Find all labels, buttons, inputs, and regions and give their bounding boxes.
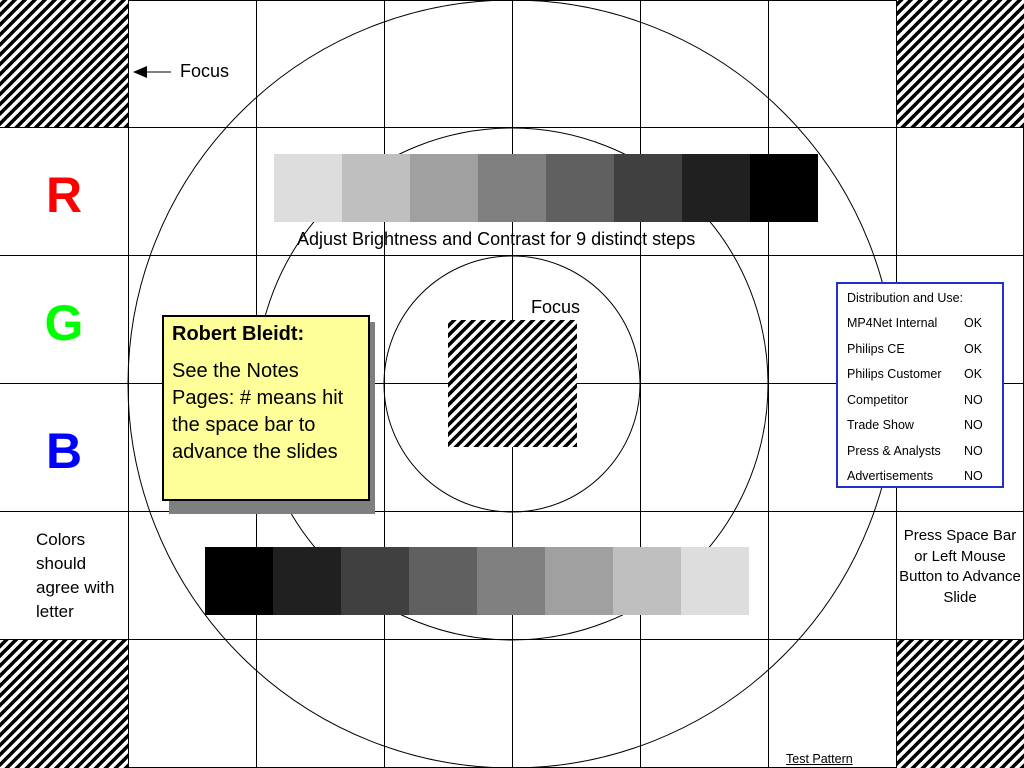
- gray-step: [477, 547, 545, 615]
- distribution-row: Trade Show NO: [847, 417, 1002, 443]
- distribution-row-value: NO: [964, 469, 983, 483]
- distribution-row: Advertisements NO: [847, 468, 1002, 494]
- blue-letter: B: [45, 423, 83, 479]
- distribution-row: Philips CE OK: [847, 341, 1002, 367]
- arrow-left-icon: [133, 66, 147, 78]
- distribution-row-value: NO: [964, 418, 983, 432]
- corner-hatch-top-left: [0, 0, 128, 127]
- distribution-row-name: Trade Show: [847, 418, 914, 432]
- gray-step: [681, 547, 749, 615]
- note-title: Robert Bleidt:: [172, 323, 305, 345]
- distribution-row: MP4Net Internal OK: [847, 315, 1002, 341]
- green-letter: G: [44, 295, 84, 351]
- distribution-row: Competitor NO: [847, 392, 1002, 418]
- gray-step: [274, 154, 342, 222]
- red-letter: R: [45, 167, 83, 223]
- distribution-row: Press & Analysts NO: [847, 443, 1002, 469]
- gray-step: [682, 154, 750, 222]
- distribution-row-value: OK: [964, 367, 983, 381]
- focus-label-center: Focus: [531, 297, 581, 317]
- gray-step: [273, 547, 341, 615]
- gray-step: [546, 154, 614, 222]
- distribution-row-name: Press & Analysts: [847, 443, 941, 458]
- gray-step: [750, 154, 818, 222]
- grayscale-bar-bottom: [205, 547, 749, 615]
- gray-step: [478, 154, 546, 222]
- distribution-row: Philips Customer OK: [847, 366, 1002, 392]
- distribution-row-name: Philips Customer: [847, 367, 942, 381]
- focus-label-top: Focus: [180, 61, 230, 81]
- gray-step: [409, 547, 477, 615]
- colors-note: Colors should agree with letter: [36, 530, 115, 621]
- advance-note: Press Space Bar or Left Mouse Button to …: [899, 527, 1021, 606]
- grayscale-bar-top: [274, 154, 818, 222]
- gray-step: [341, 547, 409, 615]
- gray-step: [410, 154, 478, 222]
- distribution-row-name: MP4Net Internal: [847, 316, 938, 330]
- corner-hatch-bottom-right: [897, 640, 1024, 768]
- distribution-row-name: Philips CE: [847, 341, 905, 356]
- corner-hatch-bottom-left: [0, 640, 128, 768]
- center-focus-hatch: [448, 320, 577, 447]
- test-pattern-label: Test Pattern: [786, 752, 853, 766]
- distribution-row-value: OK: [964, 316, 983, 330]
- gray-step: [545, 547, 613, 615]
- gray-step: [614, 154, 682, 222]
- gray-step: [613, 547, 681, 615]
- gray-step: [205, 547, 273, 615]
- distribution-row-name: Advertisements: [847, 469, 934, 483]
- brightness-label: Adjust Brightness and Contrast for 9 dis…: [297, 229, 696, 249]
- distribution-row-name: Competitor: [847, 392, 909, 407]
- distribution-row-value: NO: [964, 443, 983, 458]
- gray-step: [342, 154, 410, 222]
- distribution-heading: Distribution and Use:: [847, 291, 964, 305]
- inner-circle: [383, 255, 641, 513]
- distribution-row-value: OK: [964, 341, 983, 356]
- distribution-row-value: NO: [964, 392, 983, 407]
- corner-hatch-top-right: [897, 0, 1024, 127]
- note-body: See the Notes Pages: # means hit the spa…: [172, 360, 344, 463]
- sticky-note: Robert Bleidt: See the Notes Pages: # me…: [162, 315, 370, 501]
- distribution-box: Distribution and Use: MP4Net Internal OK…: [836, 282, 1004, 488]
